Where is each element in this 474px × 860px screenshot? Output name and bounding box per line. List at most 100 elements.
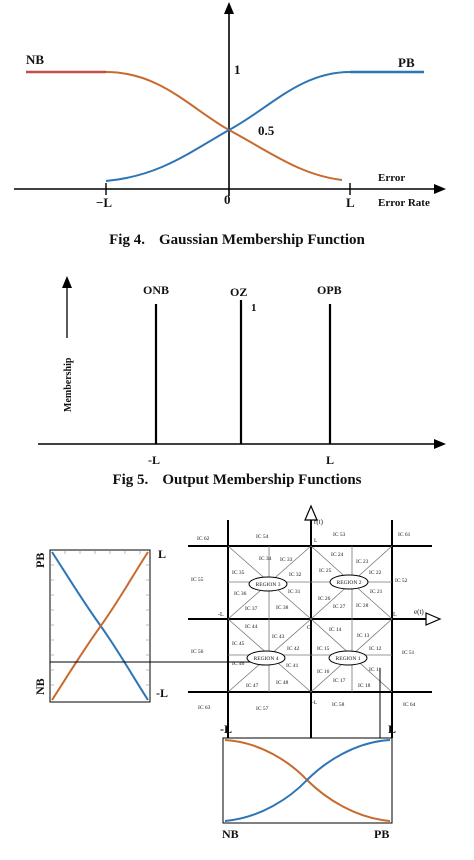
ic14-label: IC 14 — [329, 627, 342, 633]
region2-ellipse — [329, 574, 369, 590]
fig4-label-l: L — [346, 195, 355, 210]
ic51-label: IC 51 — [402, 650, 415, 656]
neg-l-bottom-label: O — [307, 625, 311, 631]
ic43-label: IC 43 — [272, 634, 285, 640]
fig4-label-error: Error — [378, 172, 405, 184]
left-box-ticks — [50, 550, 150, 686]
ic58-label: IC 58 — [332, 702, 345, 708]
fig5-label-one: 1 — [251, 302, 257, 314]
l-top-label: L — [314, 538, 318, 544]
ic56-label: IC 56 — [191, 649, 204, 655]
ic18-label: IC 18 — [358, 683, 371, 689]
region2-label: REGION 2 — [337, 580, 362, 586]
ic23-label: IC 23 — [356, 559, 369, 565]
region1-ellipse — [328, 650, 368, 666]
fig4-caption-number: Fig 4. — [109, 232, 145, 248]
region3-label: REGION 3 — [256, 582, 281, 588]
ic35-label: IC 35 — [232, 570, 245, 576]
grid-lines — [188, 520, 432, 738]
ic41-label: IC 41 — [286, 663, 299, 669]
ic42-label: IC 42 — [287, 646, 300, 652]
ic62-label: IC 62 — [197, 536, 210, 542]
region4-ellipse — [246, 650, 286, 666]
fig5-label-onb: ONB — [143, 283, 169, 297]
ic24-label: IC 24 — [331, 552, 344, 558]
ic13-label: IC 13 — [357, 633, 370, 639]
region2-cells: IC 24 IC 23 IC 25 IC 22 IC 26 IC 21 IC 2… — [318, 552, 383, 610]
ic22-label: IC 22 — [369, 570, 382, 576]
ic45-label: IC 45 — [232, 641, 245, 647]
ic36-label: IC 36 — [234, 591, 247, 597]
bottom-label-pb: PB — [374, 827, 389, 841]
fig6-region-diagram: PB NB L -L REGIO — [33, 504, 442, 841]
fig4-label-zero: 0 — [224, 192, 231, 207]
region4-label: REGION 4 — [254, 656, 279, 662]
outer-cell-labels: IC 61 IC 62 IC 53 IC 54 IC 55 IC 52 IC 5… — [191, 532, 416, 712]
ic17-label: IC 17 — [333, 678, 346, 684]
ic54-label: IC 54 — [256, 534, 269, 540]
fig5-y-arrowhead — [62, 276, 72, 288]
neg-l-left-label: -L — [218, 612, 224, 618]
ic28-label: IC 28 — [356, 603, 369, 609]
region4-cells: IC 44 IC 43 IC 45 IC 42 IC 46 IC 41 IC 4… — [232, 624, 300, 689]
ic64-label: IC 64 — [403, 702, 416, 708]
left-box-orange-curve — [51, 551, 149, 701]
fig4-y-arrowhead — [224, 2, 234, 14]
ic12-label: IC 12 — [369, 646, 382, 652]
left-label-nb: NB — [33, 678, 47, 695]
ic63-label: IC 63 — [198, 705, 211, 711]
left-label-neg-l: -L — [156, 686, 168, 700]
region1-cells: IC 14 IC 13 IC 15 IC 12 IC 16 IC 11 IC 1… — [317, 627, 382, 689]
ic48-label: IC 48 — [276, 680, 289, 686]
fig4-pb-curve — [105, 71, 351, 182]
ic33-label: IC 33 — [280, 557, 293, 563]
ic11-label: IC 11 — [369, 667, 381, 673]
fig5-output-plot: Membership ONB OZ OPB 1 -L L — [38, 276, 446, 467]
ic27-label: IC 27 — [333, 604, 346, 610]
ic61-label: IC 61 — [398, 532, 411, 538]
bottom-label-l: L — [388, 722, 396, 736]
fig5-caption-number: Fig 5. — [112, 472, 149, 488]
fig5-label-opb: OPB — [317, 283, 342, 297]
ic31-label: IC 31 — [288, 589, 301, 595]
ic16-label: IC 16 — [317, 669, 330, 675]
ic26-label: IC 26 — [318, 596, 331, 602]
ic55-label: IC 55 — [191, 577, 204, 583]
et-label: e(t) — [414, 608, 424, 616]
fig4-label-neg-l: −L — [96, 195, 112, 210]
ic15-label: IC 15 — [317, 646, 330, 652]
ic53-label: IC 53 — [333, 532, 346, 538]
ic46-label: IC 46 — [232, 661, 245, 667]
et-axis-arrowhead — [425, 612, 442, 626]
fig5-x-arrowhead — [434, 439, 446, 449]
fig4-nb-curve — [105, 71, 343, 181]
left-box-blue-curve — [51, 551, 149, 701]
fig4-caption: Fig 4. Gaussian Membership Function — [0, 232, 474, 249]
fig4-label-half: 0.5 — [258, 123, 275, 138]
ic52-label: IC 52 — [395, 578, 408, 584]
fig5-label-l: L — [326, 453, 334, 467]
fig5-caption-text: Output Membership Functions — [162, 472, 362, 488]
bottom-label-neg-l: -L — [220, 722, 232, 736]
fig4-x-arrowhead — [434, 184, 446, 194]
ic44-label: IC 44 — [245, 624, 258, 630]
fig5-caption: Fig 5. Output Membership Functions — [0, 472, 474, 489]
left-label-l: L — [158, 547, 166, 561]
ic32-label: IC 32 — [289, 572, 302, 578]
fig4-label-error-rate: Error Rate — [378, 197, 430, 209]
ic47-label: IC 47 — [246, 683, 259, 689]
ic34-label: IC 34 — [259, 556, 272, 562]
region3-ellipse — [248, 576, 288, 592]
ic25-label: IC 25 — [319, 568, 332, 574]
neg-l-lower-label: -L — [312, 700, 318, 706]
fig4-label-one: 1 — [234, 62, 241, 77]
ic38-label: IC 38 — [276, 605, 289, 611]
fig4-gaussian-plot: NB PB 1 0.5 Error −L 0 L Error Rate — [14, 2, 446, 210]
fig4-label-pb: PB — [398, 55, 415, 70]
fig4-caption-text: Gaussian Membership Function — [158, 232, 365, 248]
region3-cells: IC 34 IC 33 IC 35 IC 32 IC 36 IC 31 IC 3… — [232, 556, 302, 612]
fig4-label-nb: NB — [26, 52, 44, 67]
region1-label: REGION 1 — [336, 656, 361, 662]
bottom-label-nb: NB — [222, 827, 239, 841]
